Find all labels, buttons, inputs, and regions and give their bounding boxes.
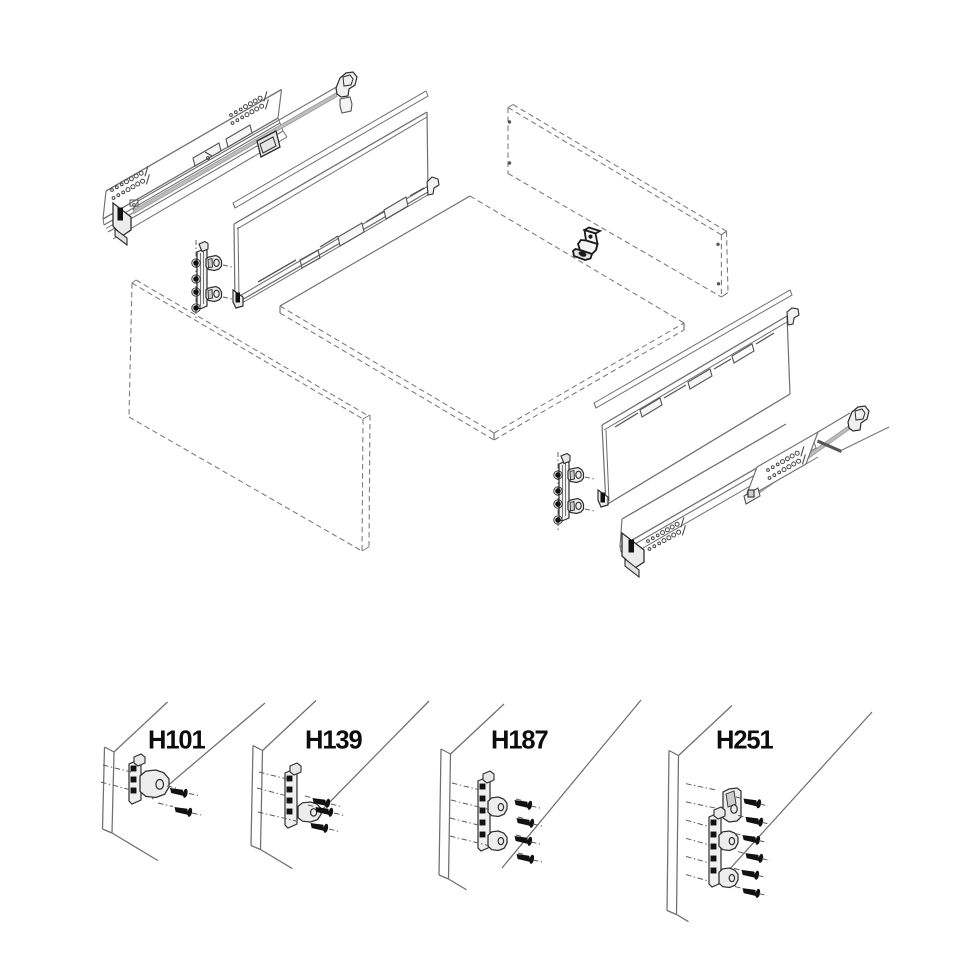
svg-text:H251: H251	[716, 727, 773, 755]
svg-text:H187: H187	[491, 727, 548, 755]
svg-text:H139: H139	[305, 727, 362, 755]
svg-text:H101: H101	[148, 727, 205, 755]
